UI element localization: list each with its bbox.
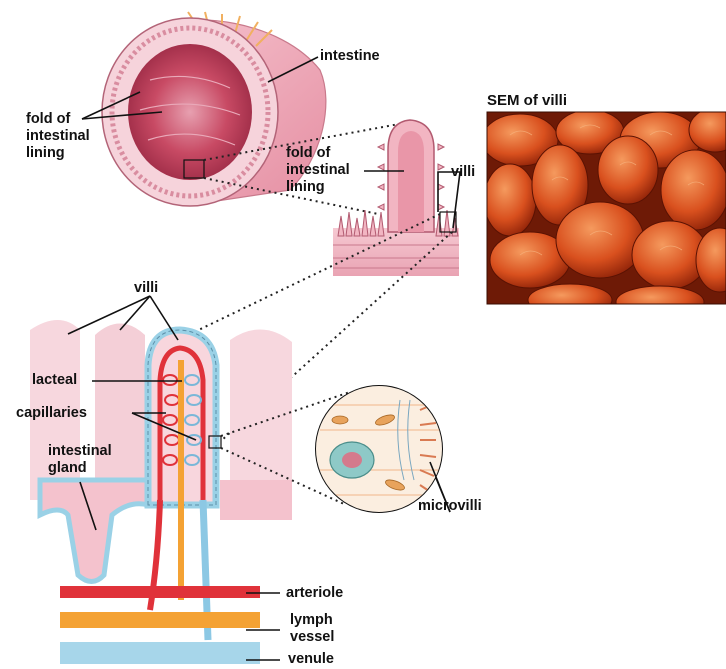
label-fold-left: fold of intestinal lining: [26, 111, 90, 162]
label-sem-title: SEM of villi: [487, 92, 567, 109]
cell-magnification: [316, 386, 442, 512]
label-microvilli: microvilli: [418, 498, 482, 515]
label-venule: venule: [288, 651, 334, 668]
label-capillaries: capillaries: [16, 405, 87, 422]
label-intestine: intestine: [320, 48, 380, 65]
label-villi-mid: villi: [134, 280, 158, 297]
label-intestinal-gland: intestinal gland: [48, 443, 112, 477]
fold-illustration: [333, 120, 459, 276]
sem-photo: [482, 108, 726, 318]
label-arteriole: arteriole: [286, 585, 343, 602]
label-villi-top: villi: [451, 164, 475, 181]
label-lymph-vessel: lymph vessel: [290, 612, 334, 646]
label-lacteal: lacteal: [32, 372, 77, 389]
label-fold-mid: fold of intestinal lining: [286, 145, 350, 196]
